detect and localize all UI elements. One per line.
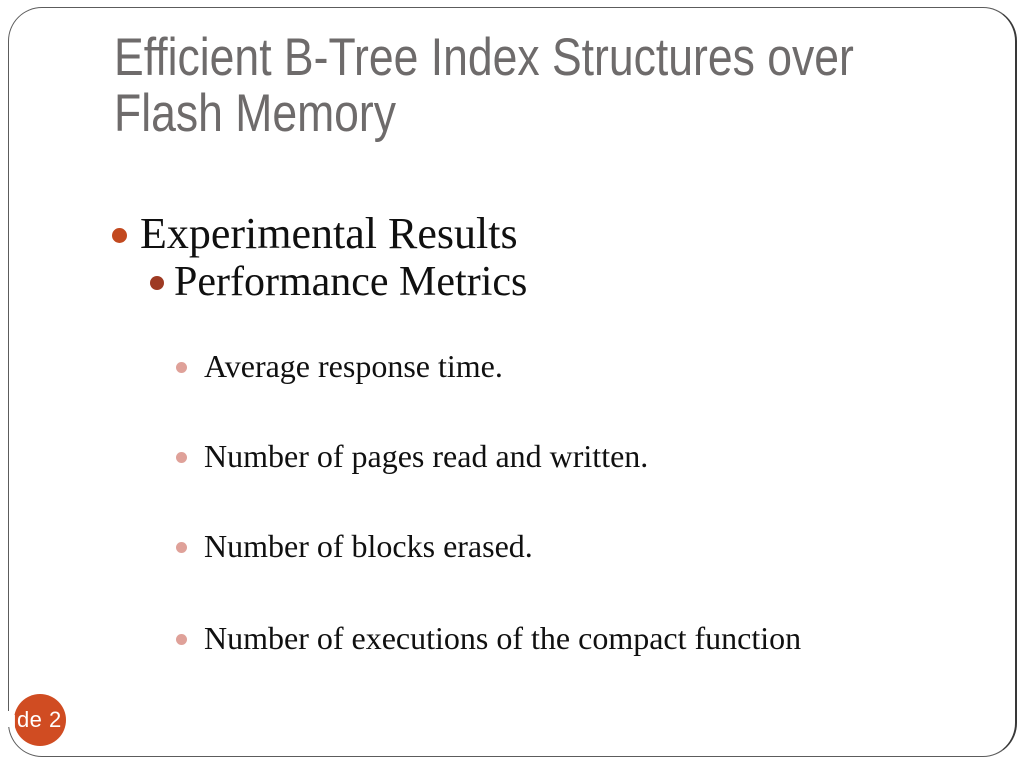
bullet-icon xyxy=(176,452,187,463)
bullet-icon xyxy=(176,542,187,553)
bullet-icon xyxy=(176,362,187,373)
outline-item-level3-label: Number of executions of the compact func… xyxy=(204,620,802,656)
outline-item-level3: Number of executions of the compact func… xyxy=(176,620,801,657)
outline-item-level3-label: Number of pages read and written. xyxy=(204,438,649,474)
outline-item-level3: Number of blocks erased. xyxy=(176,528,533,565)
outline-item-level1: Experimental Results xyxy=(112,208,518,259)
bullet-icon xyxy=(112,228,127,243)
outline-item-level2: Performance Metrics xyxy=(150,258,527,306)
slide-frame-border xyxy=(8,7,1017,757)
slide-title-line-2: Flash Memory xyxy=(114,84,397,143)
outline-item-level1-label: Experimental Results xyxy=(140,209,518,258)
bullet-icon xyxy=(150,276,164,290)
outline-item-level3-label: Average response time. xyxy=(204,348,503,384)
slide-title: Efficient B-Tree Index Structures over F… xyxy=(114,30,854,142)
slide-number-badge xyxy=(14,694,66,746)
bullet-icon xyxy=(176,634,187,645)
outline-item-level3-label: Number of blocks erased. xyxy=(204,528,533,564)
outline-item-level3: Number of pages read and written. xyxy=(176,438,648,475)
outline-item-level2-label: Performance Metrics xyxy=(174,259,528,305)
outline-item-level3: Average response time. xyxy=(176,348,503,385)
slide-number-label: Slide 2 xyxy=(0,707,62,732)
slide-title-line-1: Efficient B-Tree Index Structures over xyxy=(114,28,854,87)
